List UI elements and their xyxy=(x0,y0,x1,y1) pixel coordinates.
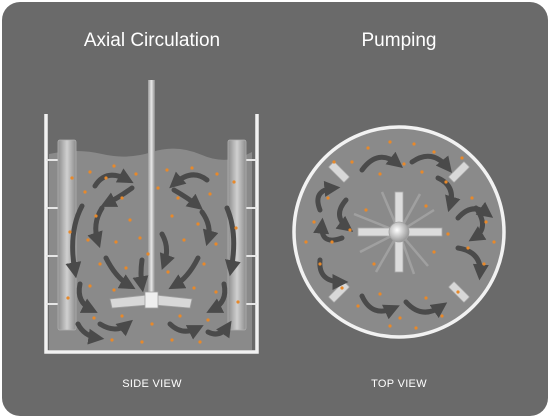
side-view-caption: SIDE VIEW xyxy=(122,378,182,390)
side-view-flow-arrows xyxy=(65,168,241,345)
tank-wall xyxy=(44,114,259,354)
top-view-title: Pumping xyxy=(361,30,437,51)
impeller-top xyxy=(357,191,443,273)
right-baffle xyxy=(227,139,247,331)
left-baffle xyxy=(57,139,77,331)
top-view-tank xyxy=(292,125,506,339)
side-view-particles xyxy=(66,164,240,344)
top-view-particles xyxy=(304,140,496,330)
top-view-caption: TOP VIEW xyxy=(371,378,427,390)
side-view-title: Axial Circulation xyxy=(83,30,221,51)
agitator-shaft xyxy=(148,80,155,302)
impeller xyxy=(109,291,193,309)
